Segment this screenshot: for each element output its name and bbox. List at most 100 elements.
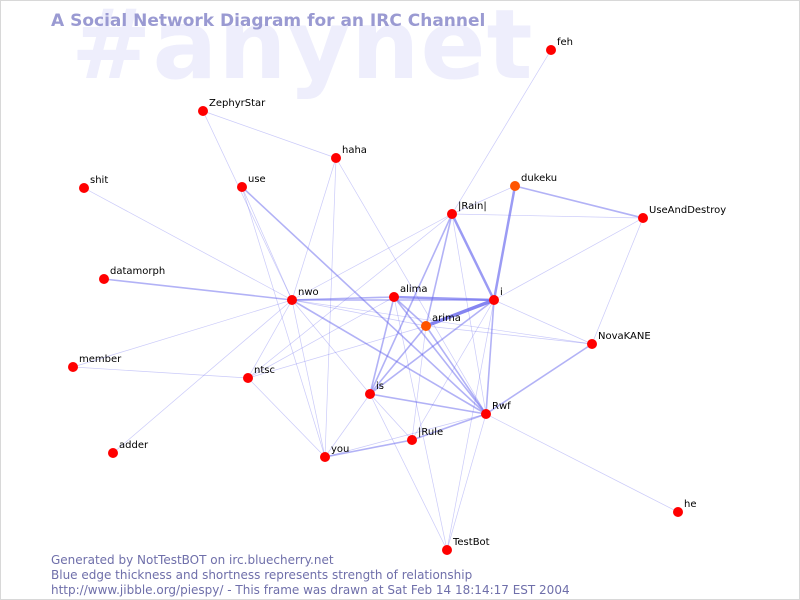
edge-alima-is (369, 296, 395, 395)
edge-use-nwo (241, 186, 293, 301)
edge-is-you (324, 393, 371, 458)
edge-rule-you (324, 439, 413, 458)
node-haha: haha (331, 145, 367, 163)
node-label: arima (432, 313, 461, 324)
edge-layer (72, 49, 679, 551)
node-use: use (237, 174, 266, 192)
footer-generated-by: Generated by NotTestBOT on irc.bluecherr… (51, 553, 334, 567)
edge-nwo-ntsc (247, 299, 293, 379)
node-dot (587, 339, 597, 349)
node-label: datamorph (110, 266, 165, 277)
node-is: is (365, 381, 384, 399)
node-useanddestroy: UseAndDestroy (638, 205, 726, 223)
node-i: i (489, 287, 503, 305)
diagram-title: A Social Network Diagram for an IRC Chan… (51, 11, 486, 31)
edge-is-rule (369, 393, 413, 441)
edge-i-rule (411, 299, 495, 441)
edge-nwo-is (291, 299, 371, 395)
node-rain: |Rain| (447, 201, 487, 219)
edge-rain-nwo (291, 213, 453, 301)
node-label: alima (400, 284, 428, 295)
node-dot (243, 373, 253, 383)
node-label: feh (557, 37, 573, 48)
edge-feh-rain (451, 49, 552, 215)
node-you: you (320, 444, 349, 462)
edge-rwf-testbot (446, 413, 487, 551)
edge-useanddestroy-novakane (591, 217, 644, 345)
node-dot (442, 545, 452, 555)
node-label: haha (342, 145, 367, 156)
edge-i-rwf (485, 299, 495, 415)
node-dot (99, 274, 109, 284)
edge-i-testbot (446, 299, 495, 551)
edge-haha-rwf (335, 157, 487, 415)
footer: Generated by NotTestBOT on irc.bluecherr… (51, 553, 570, 598)
node-dot (320, 452, 330, 462)
edge-rain-i (450, 212, 496, 302)
node-dot (673, 507, 683, 517)
node-dot (407, 435, 417, 445)
edge-dukeku-rain (451, 185, 516, 215)
edge-use-you (241, 186, 326, 458)
edge-i-novakane (493, 299, 593, 345)
edge-arima-novakane (425, 325, 593, 345)
edge-alima-testbot (393, 296, 448, 551)
edge-alima-ntsc (247, 296, 395, 379)
edge-haha-you (324, 157, 337, 458)
node-he: he (673, 499, 697, 517)
edge-i-arima (424, 298, 496, 328)
edge-rain-ntsc (247, 213, 453, 379)
node-label: you (331, 444, 349, 455)
edge-is-testbot (369, 393, 448, 551)
edge-nwo-novakane (291, 299, 593, 345)
edge-is-rwf (369, 393, 487, 415)
node-alima: alima (389, 284, 428, 302)
node-label: is (376, 381, 384, 392)
edge-rwf-you (324, 413, 487, 458)
node-label: i (500, 287, 503, 298)
edge-shit-nwo (83, 187, 293, 301)
node-dot (638, 213, 648, 223)
node-label: adder (119, 440, 149, 451)
edge-ntsc-you (247, 377, 326, 458)
edge-zephyrstar-haha (202, 110, 337, 159)
edge-nwo-arima (291, 299, 427, 327)
node-dot (237, 182, 247, 192)
node-dot (481, 409, 491, 419)
node-label: shit (90, 175, 108, 186)
edge-nwo-member (72, 299, 293, 368)
node-label: dukeku (521, 173, 557, 184)
node-dot (447, 209, 457, 219)
edge-rain-arima (425, 213, 453, 327)
edge-dukeku-i (492, 184, 517, 302)
edge-alima-i (392, 295, 496, 302)
edge-rain-useanddestroy (451, 213, 644, 219)
footer-legend: Blue edge thickness and shortness repres… (51, 568, 473, 582)
node-novakane: NovaKANE (587, 331, 651, 349)
edge-haha-nwo (291, 157, 337, 301)
node-dot (331, 153, 341, 163)
node-dot (421, 321, 431, 331)
edge-arima-rwf (425, 325, 487, 415)
edge-zephyrstar-nwo (202, 110, 293, 301)
node-member: member (68, 354, 122, 372)
node-label: NovaKANE (598, 331, 651, 342)
node-label: he (684, 499, 697, 510)
node-label: UseAndDestroy (649, 205, 726, 216)
edge-rain-rwf (451, 213, 487, 415)
node-label: Rwf (492, 401, 511, 412)
edge-dukeku-useanddestroy (514, 185, 644, 219)
node-arima: arima (421, 313, 461, 331)
node-label: use (248, 174, 266, 185)
node-dot (365, 389, 375, 399)
node-label: ntsc (254, 365, 275, 376)
edge-arima-rule (411, 325, 427, 441)
node-label: TestBot (452, 537, 490, 548)
node-nwo: nwo (287, 287, 319, 305)
node-zephyrstar: ZephyrStar (198, 98, 266, 116)
node-dukeku: dukeku (510, 173, 557, 191)
edge-arima-is (369, 325, 427, 395)
edge-rwf-he (485, 413, 679, 513)
